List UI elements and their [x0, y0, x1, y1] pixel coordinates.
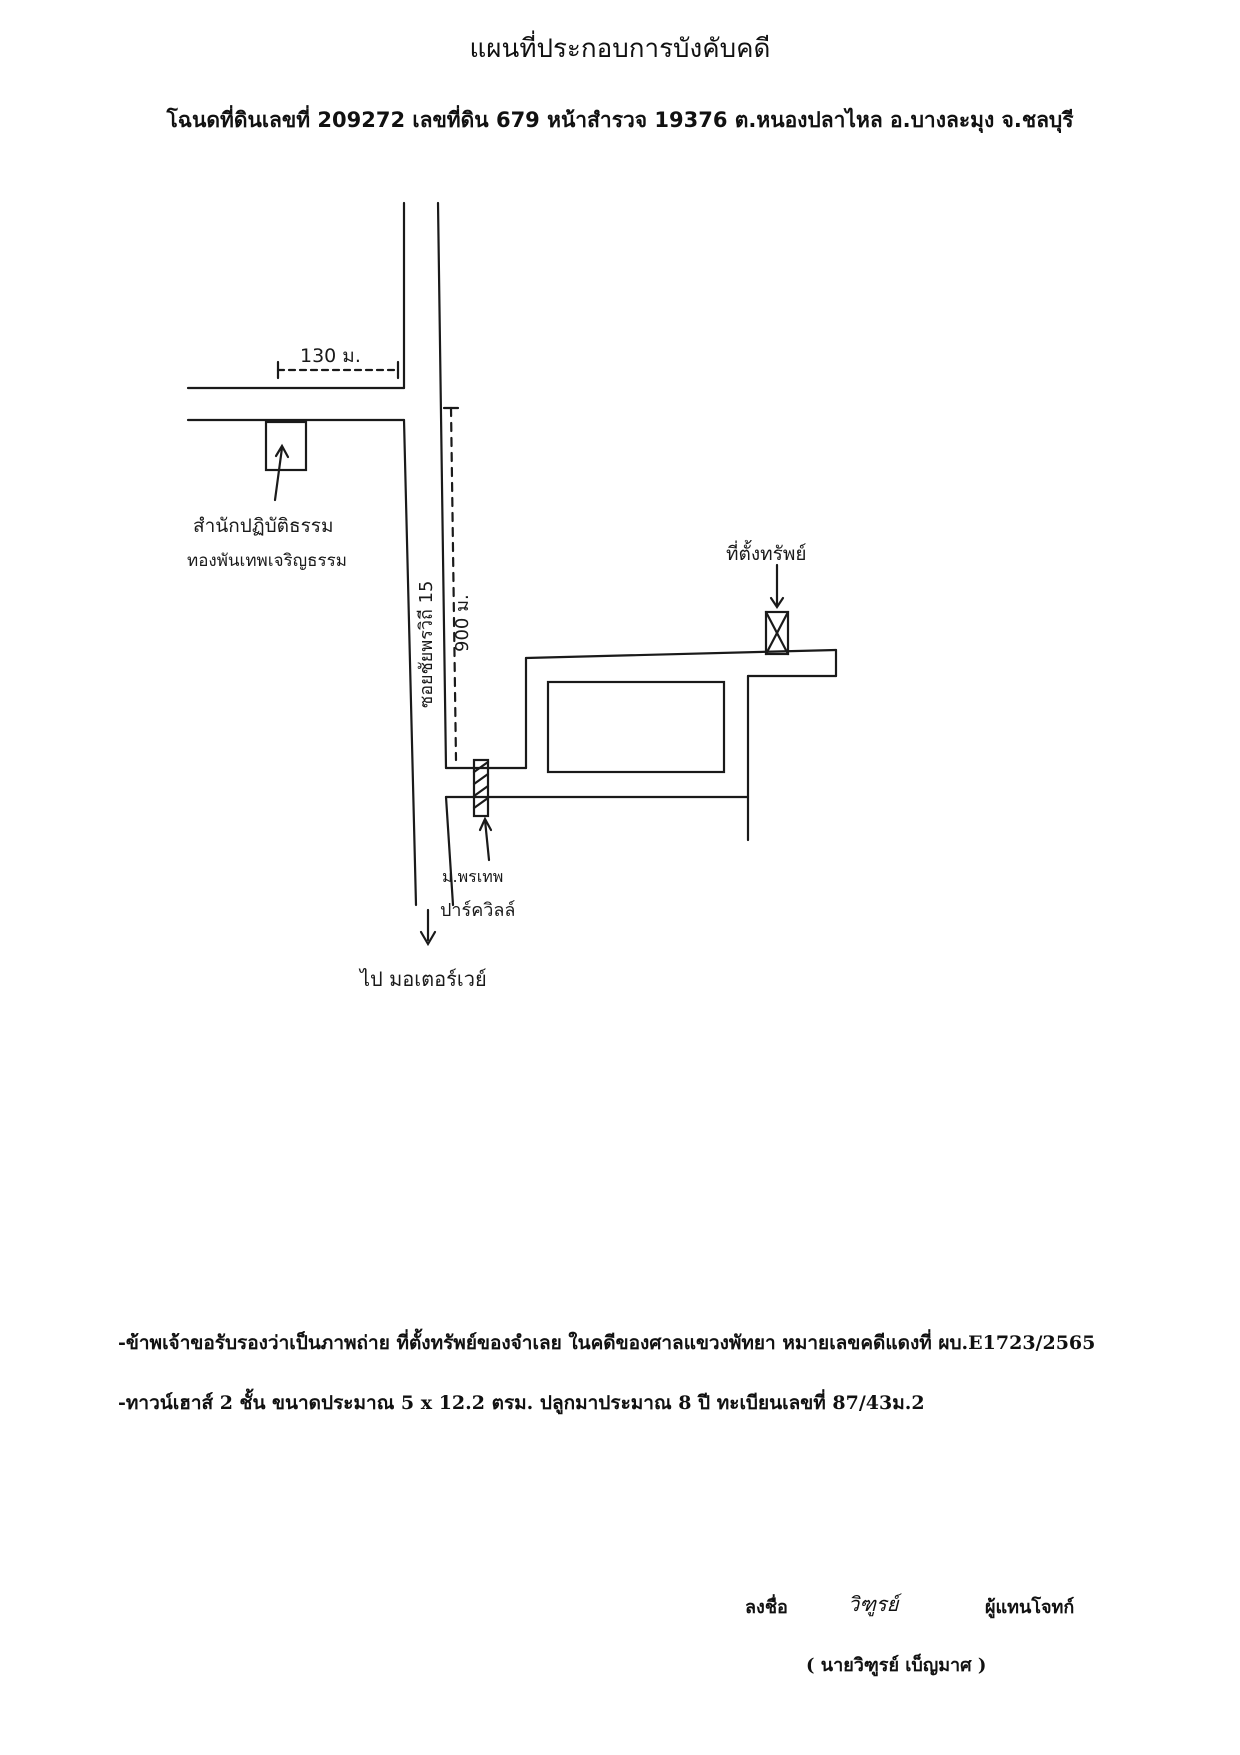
hand-drawn-map: 130 ม. สำนักปฏิบัติธรรม ทองพันเทพเจริญธร… [186, 201, 838, 991]
signature-label: ลงชื่อ [745, 1597, 788, 1618]
road-soi-right-edge [436, 201, 448, 770]
label-village-line1: ม.พรเทพ [442, 867, 503, 886]
label-village-line2: ปาร์ควิลล์ [440, 900, 515, 921]
label-office-line2: ทองพันเทพเจริญธรรม [187, 551, 347, 571]
label-property: ที่ตั้งทรัพย์ [726, 540, 807, 565]
property-marker [764, 610, 790, 656]
document-title: แผนที่ประกอบการบังคับคดี [469, 34, 771, 64]
gate-arrow-head [478, 816, 493, 832]
village-gate-marker [472, 758, 490, 818]
label-to-motorway: ไป มอเตอร์เวย์ [358, 967, 487, 991]
office-building [264, 420, 308, 472]
signer-name: ( นายวิฑูรย์ เบ็ญมาศ ) [806, 1655, 987, 1676]
gate-hatch-2 [472, 772, 490, 786]
village-street-top-long [524, 648, 838, 660]
road-soi-left-edge-lower [402, 418, 418, 907]
property-description-note: -ทาวน์เฮาส์ 2 ชั้น ขนาดประมาณ 5 x 12.2 ต… [118, 1392, 925, 1414]
signer-role: ผู้แทนโจทก์ [985, 1597, 1075, 1618]
certification-note: -ข้าพเจ้าขอรับรองว่าเป็นภาพถ่าย ที่ตั้งท… [118, 1332, 1096, 1354]
gate-hatch-3 [472, 784, 490, 798]
road-soi-right-edge-lower [444, 795, 455, 907]
label-dist-130: 130 ม. [300, 345, 361, 367]
signature-row: ลงชื่อ วิฑูรย์ ผู้แทนโจทก์ [0, 1588, 1240, 1628]
office-arrow-shaft [273, 446, 284, 502]
motorway-arrow-head [419, 930, 437, 947]
property-arrow-head [769, 596, 785, 609]
label-office-line1: สำนักปฏิบัติธรรม [193, 515, 334, 537]
property-marker-cross-b [764, 610, 790, 656]
label-soi: ซอยชัยพรวิถี 15 [416, 580, 437, 708]
label-dist-900: 900 ม. [452, 594, 473, 652]
gate-hatch-1 [472, 760, 490, 774]
office-arrow-head [274, 443, 290, 459]
deed-subtitle: โฉนดที่ดินเลขที่ 209272 เลขที่ดิน 679 หน… [166, 108, 1074, 132]
handwritten-signature: วิฑูรย์ [848, 1592, 899, 1616]
village-inner-block [546, 680, 726, 774]
gate-hatch-4 [472, 796, 490, 810]
gate-arrow-shaft [483, 818, 491, 862]
dim-900-line [449, 406, 458, 762]
